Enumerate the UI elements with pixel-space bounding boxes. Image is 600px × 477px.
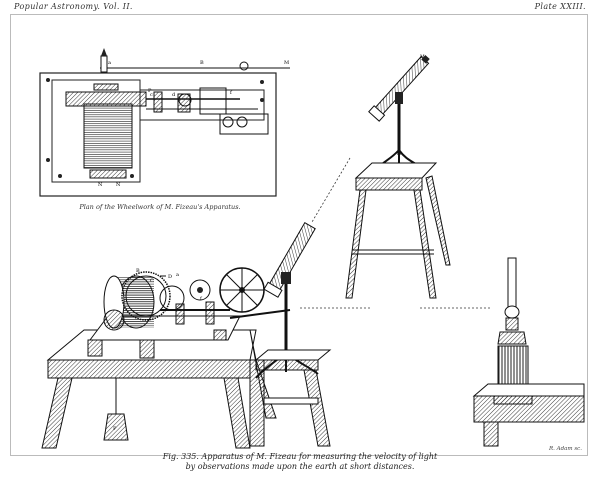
main-apparatus: B C D P a f <box>41 267 291 449</box>
plan-label-n2: N <box>116 182 121 188</box>
label-P: P <box>113 426 117 432</box>
near-telescope-stand <box>254 221 332 447</box>
plan-label-n1: N <box>98 182 103 188</box>
running-header: Popular Astronomy. Vol. II. <box>14 2 133 11</box>
light-path-upper <box>311 157 351 223</box>
figure-caption: Fig. 335. Apparatus of M. Fizeau for mea… <box>120 452 480 472</box>
engraver-credit: R. Adam sc. <box>548 446 582 452</box>
plan-caption: Plan of the Wheelwork of M. Fizeau's App… <box>79 203 241 211</box>
label-B: B <box>136 268 140 274</box>
plate-border <box>10 14 588 456</box>
label-f: f <box>200 296 203 302</box>
label-C: C <box>150 278 154 284</box>
plan-label-c: c <box>150 92 153 98</box>
plan-label-p: P <box>148 88 152 94</box>
label-a: a <box>176 272 179 278</box>
lamp-table <box>472 257 585 447</box>
distant-label-m: M <box>420 54 425 60</box>
figure-caption-line-1: Fig. 335. Apparatus of M. Fizeau for mea… <box>162 452 438 461</box>
wheelwork-plan: a B c d f M N N P <box>39 48 290 197</box>
distant-telescope-stand: M <box>345 54 451 299</box>
plan-label-f: f <box>230 90 233 96</box>
plan-label-b: B <box>200 60 204 66</box>
plate-number: Plate XXIII. <box>534 2 586 11</box>
label-D: D <box>168 274 172 280</box>
plan-label-d: d <box>172 92 176 98</box>
plan-label-a: a <box>108 60 111 66</box>
figure-caption-line-2: by observations made upon the earth at s… <box>185 462 415 471</box>
plan-label-m: M <box>284 60 289 66</box>
